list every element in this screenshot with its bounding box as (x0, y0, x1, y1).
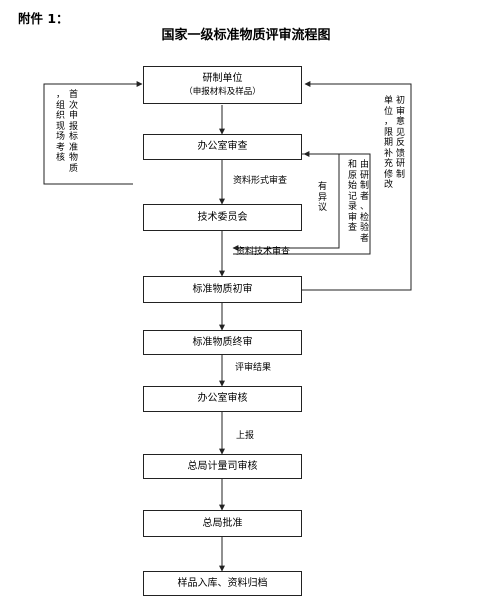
step-office-audit: 办公室审核 (143, 386, 302, 412)
note-column: 和原始记录审查 (348, 160, 358, 233)
note-column: 初审意见反馈研制 (396, 96, 406, 180)
step-label: 标准物质初审 (192, 283, 253, 295)
report-up-label: 上报 (236, 431, 255, 441)
step-technical-committee: 技术委员会 (143, 204, 302, 231)
step-label: 技术委员会 (197, 211, 248, 223)
step-final-review: 标准物质终审 (143, 330, 302, 355)
left-loop-connector (43, 81, 143, 185)
step-label: 研制单位 (202, 73, 243, 84)
step-preliminary-review: 标准物质初审 (143, 276, 302, 303)
step-label: 总局计量司审核 (187, 460, 258, 472)
note-column: ，组织现场考核 (56, 90, 66, 163)
review-result-label: 评审结果 (235, 363, 272, 373)
technical-review-label: 资料技术审查 (236, 247, 291, 257)
step-office-review: 办公室审查 (143, 134, 302, 160)
formal-review-label: 资料形式审查 (233, 176, 288, 186)
attachment-label: 附件 1： (18, 11, 69, 26)
page-title: 国家一级标准物质评审流程图 (161, 28, 331, 43)
step-label: 标准物质终审 (192, 336, 253, 348)
inner-loop-connector (233, 151, 371, 255)
step-label: 办公室审查 (197, 141, 248, 152)
step-metrology-dept-audit: 总局计量司审核 (143, 454, 302, 479)
right-loop-connector (301, 81, 412, 291)
note-column: 由研制者、检验者 (360, 160, 370, 244)
note-column: 有异议 (318, 182, 328, 213)
note-column: 首次申报标准物质 (69, 90, 79, 174)
step-label: 总局批准 (202, 517, 243, 529)
step-sublabel: （申报材料及样品） (184, 87, 261, 97)
note-column: 单位，限期补充修改 (384, 96, 394, 190)
step-label: 办公室审核 (197, 393, 248, 404)
step-research-unit: 研制单位 （申报材料及样品） (143, 66, 302, 104)
step-archive: 样品入库、资料归档 (143, 571, 302, 596)
step-label: 样品入库、资料归档 (177, 577, 268, 589)
step-approval: 总局批准 (143, 510, 302, 537)
